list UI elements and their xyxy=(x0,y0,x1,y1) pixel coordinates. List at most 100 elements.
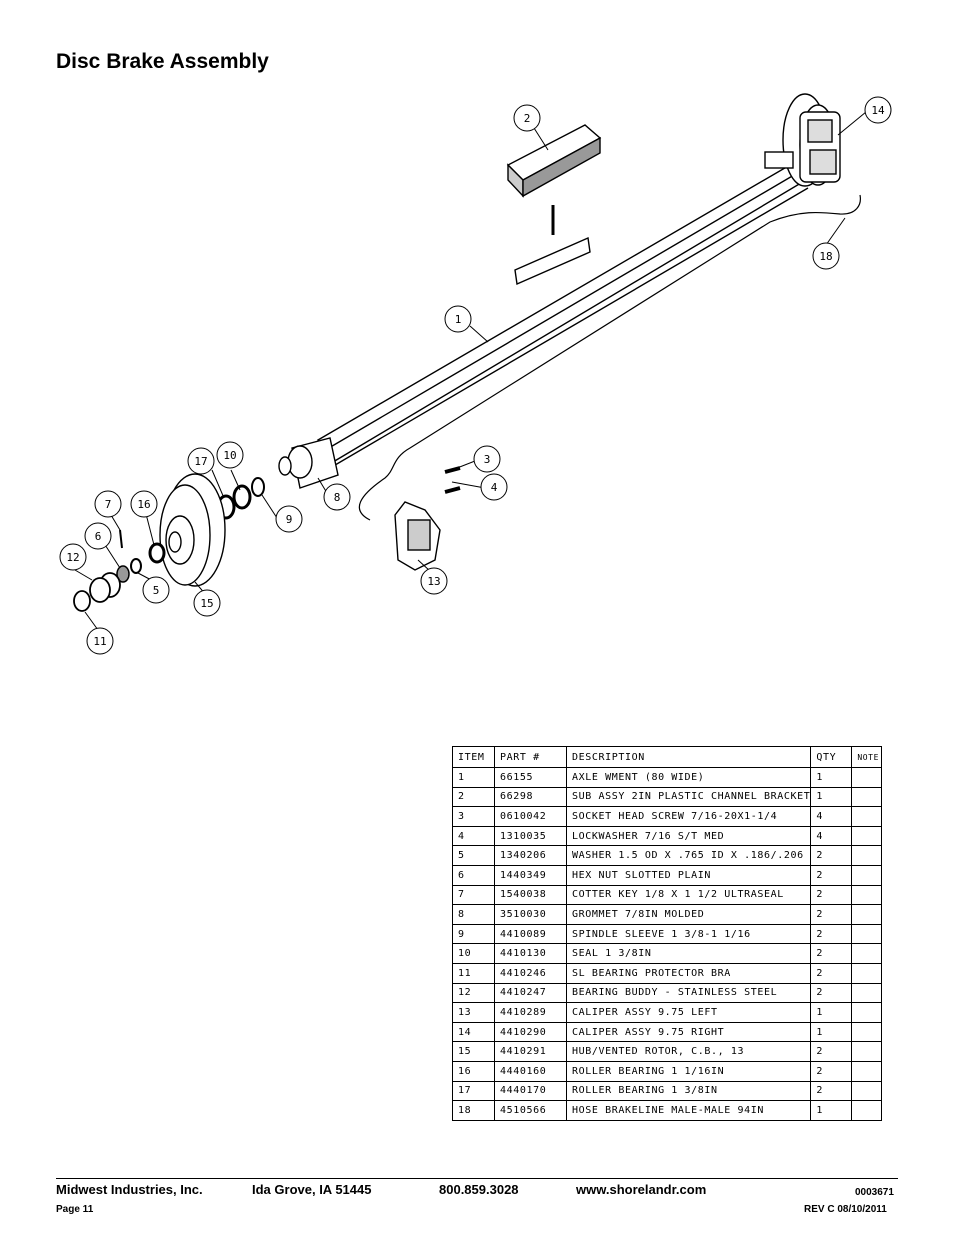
footer-doc-number: 0003671 xyxy=(855,1187,894,1198)
footer-website: www.shorelandr.com xyxy=(576,1182,707,1197)
cell-note xyxy=(851,1041,883,1062)
cell-part: 4410291 xyxy=(494,1041,567,1062)
cell-description: GROMMET 7/8IN MOLDED xyxy=(565,904,812,925)
callout-12: 12 xyxy=(59,543,87,571)
page-title: Disc Brake Assembly xyxy=(56,50,269,73)
callout-15: 15 xyxy=(193,589,221,617)
callout-label: 18 xyxy=(819,250,832,263)
cell-description: CALIPER ASSY 9.75 RIGHT xyxy=(565,1021,812,1043)
callout-10: 10 xyxy=(216,441,244,469)
cell-part: 4440160 xyxy=(494,1060,567,1082)
left-caliper xyxy=(394,501,441,571)
cell-qty: 1 xyxy=(810,1002,853,1023)
cell-part: 0610042 xyxy=(494,806,567,827)
callout-4: 4 xyxy=(480,473,508,501)
cell-part: 4410089 xyxy=(494,923,567,945)
footer-company: Midwest Industries, Inc. xyxy=(56,1182,203,1197)
cell-note xyxy=(851,845,883,866)
bearing-protector xyxy=(73,590,91,612)
cell-note xyxy=(851,923,883,945)
callout-label: 15 xyxy=(200,597,213,610)
cell-note xyxy=(851,1002,883,1023)
cell-description: AXLE WMENT (80 WIDE) xyxy=(565,767,812,788)
cell-part: 4510566 xyxy=(494,1100,567,1121)
cell-qty: 2 xyxy=(810,845,853,866)
cell-item: 6 xyxy=(452,864,495,886)
footer-revision: REV C 08/10/2011 xyxy=(804,1204,887,1215)
callout-16: 16 xyxy=(130,490,158,518)
callout-label: 11 xyxy=(93,635,106,648)
cell-note xyxy=(851,864,883,886)
cell-item: 1 xyxy=(452,767,495,788)
cell-note xyxy=(851,806,883,827)
callout-13: 13 xyxy=(420,567,448,595)
callouts: 2 14 18 1 3 4 10 17 9 8 13 16 7 6 12 5 1… xyxy=(59,96,892,655)
cell-part: 4440170 xyxy=(494,1080,567,1102)
hex-nut xyxy=(116,565,130,583)
cell-part: 66155 xyxy=(494,767,567,788)
right-rotor xyxy=(764,93,841,187)
cell-item: 7 xyxy=(452,884,495,906)
callout-label: 12 xyxy=(66,551,79,564)
cell-description: WASHER 1.5 OD X .765 ID X .186/.206 xyxy=(565,845,812,866)
exploded-diagram: 2 14 18 1 3 4 10 17 9 8 13 16 7 6 12 5 1… xyxy=(59,93,892,655)
cell-qty: 2 xyxy=(810,1060,853,1082)
callout-label: 4 xyxy=(491,481,498,494)
brake-line xyxy=(358,194,861,521)
table-header-row: ITEM PART # DESCRIPTION QTY NOTE xyxy=(452,746,883,768)
cell-item: 18 xyxy=(452,1100,495,1121)
cell-item: 12 xyxy=(452,982,495,1004)
callout-9: 9 xyxy=(275,505,303,533)
cell-qty: 1 xyxy=(810,1021,853,1043)
cell-qty: 2 xyxy=(810,1041,853,1062)
cell-part: 4410246 xyxy=(494,962,567,984)
cell-description: SPINDLE SLEEVE 1 3/8-1 1/16 xyxy=(565,923,812,945)
seal xyxy=(232,484,252,510)
plastic-channel-bracket xyxy=(506,124,602,198)
cell-part: 4410247 xyxy=(494,982,567,1004)
header-item: ITEM xyxy=(452,746,495,768)
callout-1: 1 xyxy=(444,305,472,333)
cell-description: BEARING BUDDY - STAINLESS STEEL xyxy=(565,982,812,1004)
cell-item: 9 xyxy=(452,923,495,945)
cell-note xyxy=(851,884,883,906)
callout-label: 17 xyxy=(194,455,207,468)
cell-part: 1310035 xyxy=(494,825,567,847)
axle-tube xyxy=(316,164,809,469)
cell-description: HUB/VENTED ROTOR, C.B., 13 xyxy=(565,1041,812,1062)
cell-description: ROLLER BEARING 1 3/8IN xyxy=(565,1080,812,1102)
cell-note xyxy=(851,825,883,847)
cell-item: 10 xyxy=(452,943,495,964)
cell-part: 1440349 xyxy=(494,864,567,886)
cell-note xyxy=(851,962,883,984)
callout-2: 2 xyxy=(513,104,541,132)
cell-item: 5 xyxy=(452,845,495,866)
cell-qty: 4 xyxy=(810,825,853,847)
cell-note xyxy=(851,1060,883,1082)
cell-item: 4 xyxy=(452,825,495,847)
header-part: PART # xyxy=(494,746,567,768)
cell-item: 16 xyxy=(452,1060,495,1082)
cell-qty: 2 xyxy=(810,962,853,984)
callout-3: 3 xyxy=(473,445,501,473)
cell-item: 17 xyxy=(452,1080,495,1102)
cell-item: 3 xyxy=(452,806,495,827)
cell-part: 66298 xyxy=(494,786,567,808)
bracket-plate xyxy=(514,236,591,286)
cell-item: 8 xyxy=(452,904,495,925)
cell-note xyxy=(851,1080,883,1102)
callout-label: 5 xyxy=(153,584,160,597)
cell-part: 4410130 xyxy=(494,943,567,964)
callout-14: 14 xyxy=(864,96,892,124)
